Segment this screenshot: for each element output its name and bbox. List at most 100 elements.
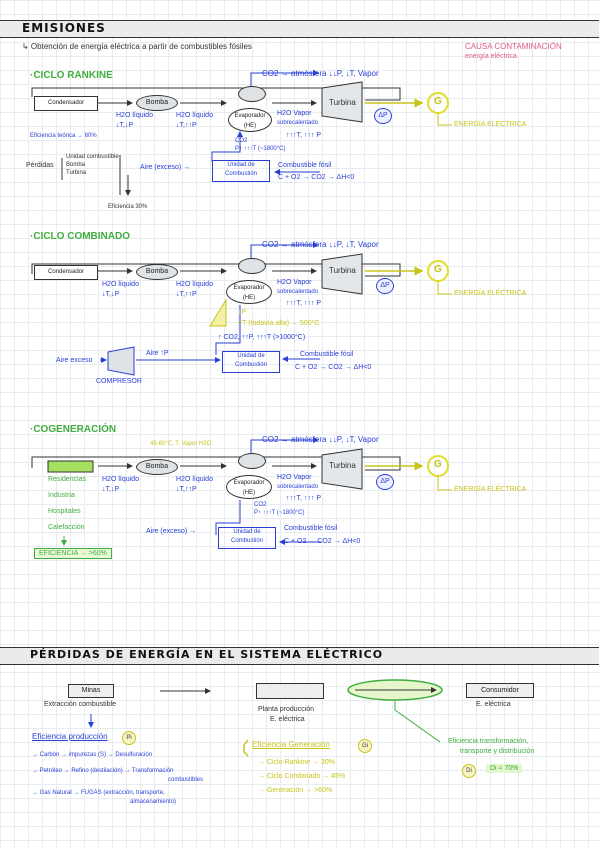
rankine-evaporador: Evaporador (HE) <box>228 108 272 132</box>
planta-text-1: Planta producción <box>258 706 315 713</box>
produccion-item-3: combustibles <box>168 777 204 783</box>
produccion-item-2: → Petróleo → Refino (destilación) → Tran… <box>32 768 174 774</box>
rankine-reaccion: C + O2 → CO2 → ΔH<0 <box>278 174 355 181</box>
minas-box: Minas <box>68 684 114 698</box>
rankine-cond-2: ↓T,↑↑P <box>176 122 197 129</box>
combinado-compresor: COMPRESOR <box>96 378 142 385</box>
combinado-aire-exceso: Aire exceso <box>56 357 93 364</box>
perdidas-header-band <box>0 647 599 665</box>
gi-badge: Gi <box>358 739 372 753</box>
consumidor-box: Consumidor <box>466 683 534 698</box>
rankine-h2o-1: H2O líquido <box>116 112 153 119</box>
combinado-bomba: Bomba <box>136 264 178 280</box>
rankine-co2-atm: CO2 → atmósfera ↓↓P, ↓T, Vapor <box>262 69 379 78</box>
combinado-title: ·CICLO COMBINADO <box>30 231 130 242</box>
combinado-evap-top <box>238 258 266 274</box>
header-band <box>0 20 599 38</box>
pink-note-2: energía eléctrica <box>465 53 517 60</box>
pink-note-1: CAUSA CONTAMINACIÓN <box>465 42 562 51</box>
pi-badge: Pi <box>122 731 136 745</box>
cogeneracion-cond-2: ↓T,↑↑P <box>176 486 197 493</box>
cogeneracion-uso-4: Calefacción <box>48 524 85 531</box>
di-value: Di ≈ 70% <box>486 764 523 773</box>
rankine-p-t: P↑ ↑↑↑T (~1800°C) <box>235 146 286 152</box>
rankine-h2o-vapor: H2O Vapor <box>277 110 312 117</box>
combinado-reaccion: C + O2 → CO2 → ΔH<0 <box>295 364 372 371</box>
combinado-h2o-1: H2O líquido <box>102 281 139 288</box>
cogeneracion-temp-vapor: 45-60°C, T. Vapor H2O <box>150 441 212 447</box>
perdidas-title: PÉRDIDAS DE ENERGÍA EN EL SISTEMA ELÉCTR… <box>30 648 384 661</box>
rankine-unidad: Unidad de Combustión <box>212 160 270 182</box>
planta-text-2: E. eléctrica <box>270 716 305 723</box>
cogeneracion-sobrecalentado: sobrecalentado <box>277 484 319 490</box>
consumidor-text: E. eléctrica <box>476 701 511 708</box>
cogeneracion-energia: ENERGÍA ELÉCTRICA <box>454 486 527 493</box>
rankine-sobrecalentado: sobrecalentado <box>277 120 319 126</box>
rankine-perdida-2: Bomba <box>66 162 86 168</box>
eficiencia-generacion: Eficiencia Generación <box>252 740 330 749</box>
cogeneracion-p-t: P↑ ↑↑↑T (~1800°C) <box>254 510 305 516</box>
cogeneracion-h2o-vapor: H2O Vapor <box>277 474 312 481</box>
combinado-aire-p: Aire ↑P <box>146 350 169 357</box>
rankine-perdida-3: Turbina <box>66 170 87 176</box>
combinado-generator: G <box>434 264 442 275</box>
produccion-item-1: → Carbón → impurezas (S) → Desulfuración <box>32 752 153 758</box>
cogeneracion-aire-exceso: Aire (exceso) → <box>146 528 197 535</box>
rankine-eficiencia-real: Eficiencia 30% <box>108 204 148 210</box>
rankine-generator: G <box>434 96 442 107</box>
combinado-p-down: ↓P <box>238 309 247 316</box>
cogeneracion-unidad: Unidad de Combustión <box>218 527 276 549</box>
combinado-evaporador: Evaporador (HE) <box>226 280 272 304</box>
combinado-cond-1: ↓T,↓P <box>102 291 120 298</box>
combinado-temp-note: <T (todavía alta) → 500°C <box>238 320 320 327</box>
cogeneracion-uso-1: Residencias <box>48 476 87 483</box>
eficiencia-transporte-2: transporte y distribución <box>460 748 535 755</box>
combinado-h2o-2: H2O líquido <box>176 281 213 288</box>
rankine-perdidas: Pérdidas <box>26 162 54 169</box>
cogeneracion-evap-top <box>238 453 266 469</box>
eficiencia-produccion: Eficiencia producción <box>32 732 108 741</box>
rankine-cond-1: ↓T,↓P <box>116 122 134 129</box>
cogeneracion-generator: G <box>434 459 442 470</box>
rankine-title: ·CICLO RANKINE <box>30 70 113 81</box>
combinado-condensador: Condensador <box>34 265 98 280</box>
cogeneracion-turbina: Turbina <box>329 461 356 470</box>
produccion-item-5: almacenamiento) <box>130 799 177 805</box>
combinado-sobrecalentado: sobrecalentado <box>277 289 319 295</box>
combinado-turbina: Turbina <box>329 266 356 275</box>
planta-box <box>256 683 324 699</box>
rankine-evap-top <box>238 86 266 102</box>
generacion-item-1: → Ciclo Rankine → 30% <box>258 759 336 766</box>
rankine-eficiencia-teorica: Eficiencia teórica → 60% <box>30 133 97 139</box>
rankine-aire-exceso: Aire (exceso) → <box>140 164 191 171</box>
produccion-item-4: → Gas Natural → FUGAS (extracción, trans… <box>32 790 165 796</box>
rankine-h2o-2: H2O líquido <box>176 112 213 119</box>
page-title: EMISIONES <box>22 21 106 35</box>
generacion-item-3: → Generación → >60% <box>258 787 333 794</box>
cogeneracion-h2o-1: H2O líquido <box>102 476 139 483</box>
cogeneracion-reaccion: C + O2 → CO2 → ΔH<0 <box>284 538 361 545</box>
rankine-delta-p: ΔP <box>374 108 392 124</box>
cogeneracion-bomba: Bomba <box>136 459 178 475</box>
combinado-energia: ENERGÍA ELÉCTRICA <box>454 290 527 297</box>
cogeneracion-uso-2: Industria <box>48 492 75 499</box>
combinado-unidad: Unidad de Combustión <box>222 351 280 373</box>
combinado-h2o-vapor: H2O Vapor <box>277 279 312 286</box>
cogeneracion-evaporador: Evaporador (HE) <box>226 475 272 499</box>
combinado-delta-p: ΔP <box>376 278 394 294</box>
eficiencia-transporte-1: Eficiencia transformación, <box>448 738 529 745</box>
rankine-condensador: Condensador <box>34 96 98 111</box>
cogeneracion-cond-1: ↓T,↓P <box>102 486 120 493</box>
rankine-bomba: Bomba <box>136 95 178 111</box>
cogeneracion-combustible: Combustible fósil <box>284 525 338 532</box>
rankine-vapor-cond: ↑↑↑T, ↑↑↑ P <box>286 132 322 139</box>
rankine-combustible: Combustible fósil <box>278 162 332 169</box>
rankine-turbina: Turbina <box>329 98 356 107</box>
cogeneracion-co2-small: CO2 <box>254 502 267 508</box>
rankine-energia: ENERGÍA ELÉCTRICA <box>454 121 527 128</box>
cogeneracion-vapor-cond: ↑↑↑T, ↑↑↑ P <box>286 495 322 502</box>
combinado-cond-2: ↓T,↑↑P <box>176 291 197 298</box>
rankine-perdida-1: Unidad combustible <box>66 154 119 160</box>
